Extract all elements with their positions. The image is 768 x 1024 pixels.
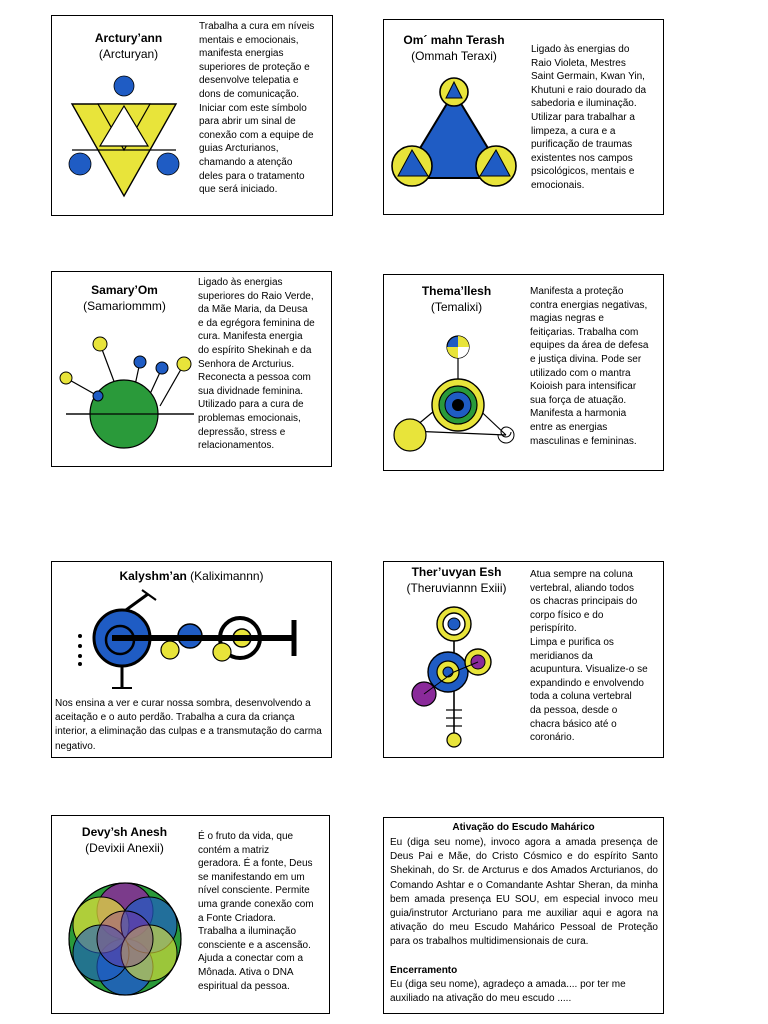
symbol-description: Manifesta a proteção contra energias neg… [530, 286, 649, 447]
kalyshman-symbol-icon [78, 589, 297, 689]
symbol-alt-name: (Theruviannn Exiii) [406, 581, 507, 595]
symbol-name: Arctury’ann [94, 31, 163, 45]
card-samaryom: Samary’Om (Samariommm) Ligado às energia… [51, 271, 332, 467]
card-title: Samary’Om (Samariommm) [52, 282, 197, 314]
card-themallesh: Thema’llesh (Temalixi) Manifesta a prote… [383, 274, 664, 471]
activation-body: Eu (diga seu nome), invoco agora a amada… [390, 837, 658, 948]
themallesh-symbol-icon [393, 335, 515, 452]
closing-title: Encerramento [390, 965, 458, 976]
symbol-name: Devy’sh Anesh [81, 825, 168, 839]
card-title: Thema’llesh (Temalixi) [384, 283, 529, 315]
activation-title: Ativação do Escudo Mahárico [452, 822, 595, 833]
symbol-name: Om´ mahn Terash [403, 33, 505, 47]
card-title: Om´ mahn Terash (Ommah Teraxi) [384, 32, 524, 64]
symbol-alt-name: (Kaliximannn) [190, 569, 264, 583]
card-title: Ther’uvyan Esh (Theruviannn Exiii) [384, 564, 529, 596]
symbol-name: Samary’Om [91, 283, 158, 297]
card-theruvyan-esh: Ther’uvyan Esh (Theruviannn Exiii) Atua … [383, 561, 664, 758]
symbol-alt-name: (Ommah Teraxi) [411, 49, 497, 63]
card-activation: Ativação do Escudo Mahárico Eu (diga seu… [383, 817, 664, 1014]
om-mahn-terash-symbol-icon [391, 77, 517, 187]
devysh-anesh-symbol-icon [68, 882, 182, 996]
card-title: Arctury’ann (Arcturyan) [56, 30, 201, 62]
samaryom-symbol-icon [59, 336, 194, 449]
arcturyann-symbol-icon [68, 75, 180, 198]
symbol-name: Ther’uvyan Esh [411, 565, 502, 579]
symbol-alt-name: (Samariommm) [83, 299, 166, 313]
card-title: Kalyshm’an (Kaliximannn) [52, 568, 331, 584]
symbol-alt-name: (Temalixi) [430, 300, 483, 314]
card-devysh-anesh: Devy’sh Anesh (Devixii Anexii) É o fruto… [51, 815, 330, 1014]
symbol-description: Trabalha a cura em níveis mentais e emoc… [199, 21, 315, 196]
card-om-mahn-terash: Om´ mahn Terash (Ommah Teraxi) Ligado às… [383, 19, 664, 215]
card-kalyshman: Kalyshm’an (Kaliximannn) Nos ensina a ve… [51, 561, 332, 758]
symbol-name: Thema’llesh [421, 284, 492, 298]
symbol-description: Atua sempre na coluna vertebral, aliando… [530, 569, 648, 744]
symbol-description: Ligado às energias superiores do Raio Ve… [198, 277, 315, 452]
card-title: Devy’sh Anesh (Devixii Anexii) [52, 824, 197, 856]
closing-body: Eu (diga seu nome), agradeço a amada....… [390, 979, 626, 1005]
symbol-description: Nos ensina a ver e curar nossa sombra, d… [55, 698, 322, 752]
symbol-description: É o fruto da vida, que contém a matriz g… [198, 831, 314, 992]
symbol-alt-name: (Arcturyan) [98, 47, 159, 61]
card-arcturyann: Arctury’ann (Arcturyan) Trabalha a cura … [51, 15, 333, 216]
symbol-name: Kalyshm’an [119, 569, 187, 583]
theruvyan-esh-symbol-icon [411, 606, 492, 748]
symbol-alt-name: (Devixii Anexii) [85, 841, 164, 855]
symbol-description: Ligado às energias do Raio Violeta, Mest… [531, 44, 647, 191]
